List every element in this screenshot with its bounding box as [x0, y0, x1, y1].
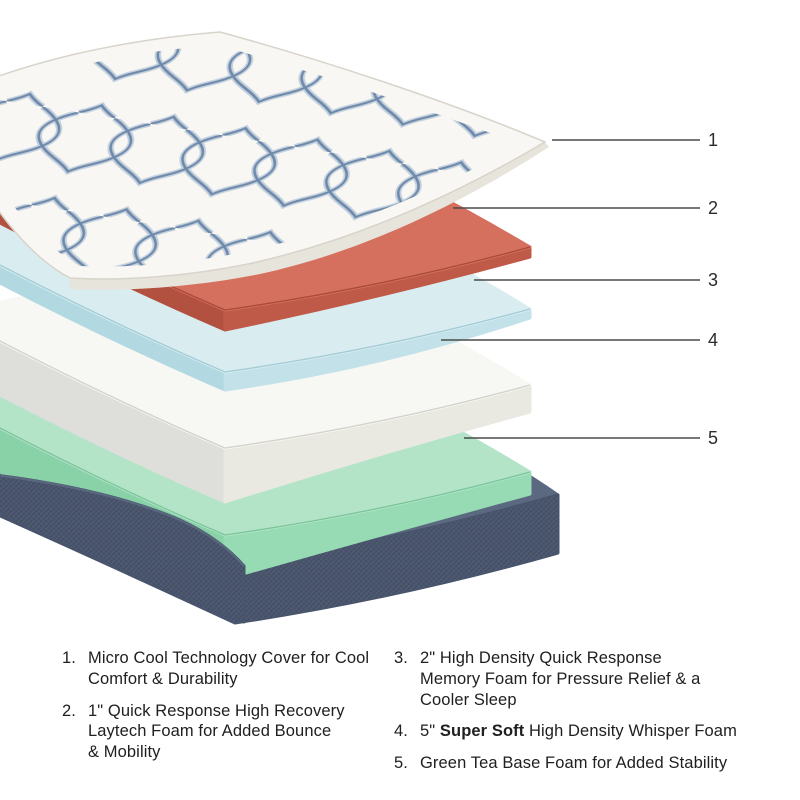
legend: 1. Micro Cool Technology Cover for Cool …	[0, 648, 800, 774]
legend-item-3-number: 3.	[394, 649, 408, 667]
callout-number-2: 2	[708, 198, 718, 218]
cover-underside-band	[70, 142, 549, 290]
legend-item-4: 4. 5" Super Soft High Density Whisper Fo…	[394, 721, 740, 742]
legend-item-2-number: 2.	[62, 701, 76, 720]
callout-number-3: 3	[708, 270, 718, 290]
callout-lines	[441, 139, 700, 439]
mattress-illustration: 1 2 3 4 5	[0, 31, 718, 625]
legend-item-4-number: 4.	[394, 722, 408, 741]
layer-1-cover-graphic	[0, 31, 549, 290]
legend-item-4-text: 5" Super Soft High Density Whisper Foam	[420, 722, 737, 741]
callout-numbers: 1 2 3 4 5	[708, 130, 718, 448]
green-foam-edge-line	[0, 427, 531, 536]
legend-item-2: 2. 1" Quick Response High Recovery Layte…	[62, 701, 370, 763]
legend-item-1: 1. Micro Cool Technology Cover for Cool …	[62, 648, 370, 690]
base-fabric-rim-graphic	[0, 474, 246, 624]
base-rim-texture	[0, 475, 244, 622]
memory-foam-edge-line	[0, 264, 531, 373]
callout-number-5: 5	[708, 428, 718, 448]
legend-column-left: 1. Micro Cool Technology Cover for Cool …	[62, 648, 370, 774]
legend-item-3: 3. 2" High Density Quick Response Memory…	[394, 648, 740, 710]
legend-item-2-text: 1" Quick Response High Recovery Laytech …	[88, 701, 345, 762]
legend-item-5: 5. Green Tea Base Foam for Added Stabili…	[394, 753, 740, 774]
legend-column-right: 3. 2" High Density Quick Response Memory…	[394, 648, 740, 774]
base-rim-edge-line	[0, 474, 245, 567]
callout-number-4: 4	[708, 330, 718, 350]
legend-item-5-number: 5.	[394, 754, 408, 773]
base-fabric-texture	[0, 457, 558, 623]
legend-item-1-number: 1.	[62, 649, 76, 667]
callout-number-1: 1	[708, 130, 718, 150]
cover-quilt-pattern-area	[0, 45, 520, 267]
legend-item-5-text: Green Tea Base Foam for Added Stability	[420, 754, 728, 773]
legend-item-1-text: Micro Cool Technology Cover for Cool Com…	[88, 649, 370, 688]
legend-item-3-text: 2" High Density Quick Response Memory Fo…	[420, 649, 701, 709]
whisper-foam-edge-line	[0, 340, 531, 449]
